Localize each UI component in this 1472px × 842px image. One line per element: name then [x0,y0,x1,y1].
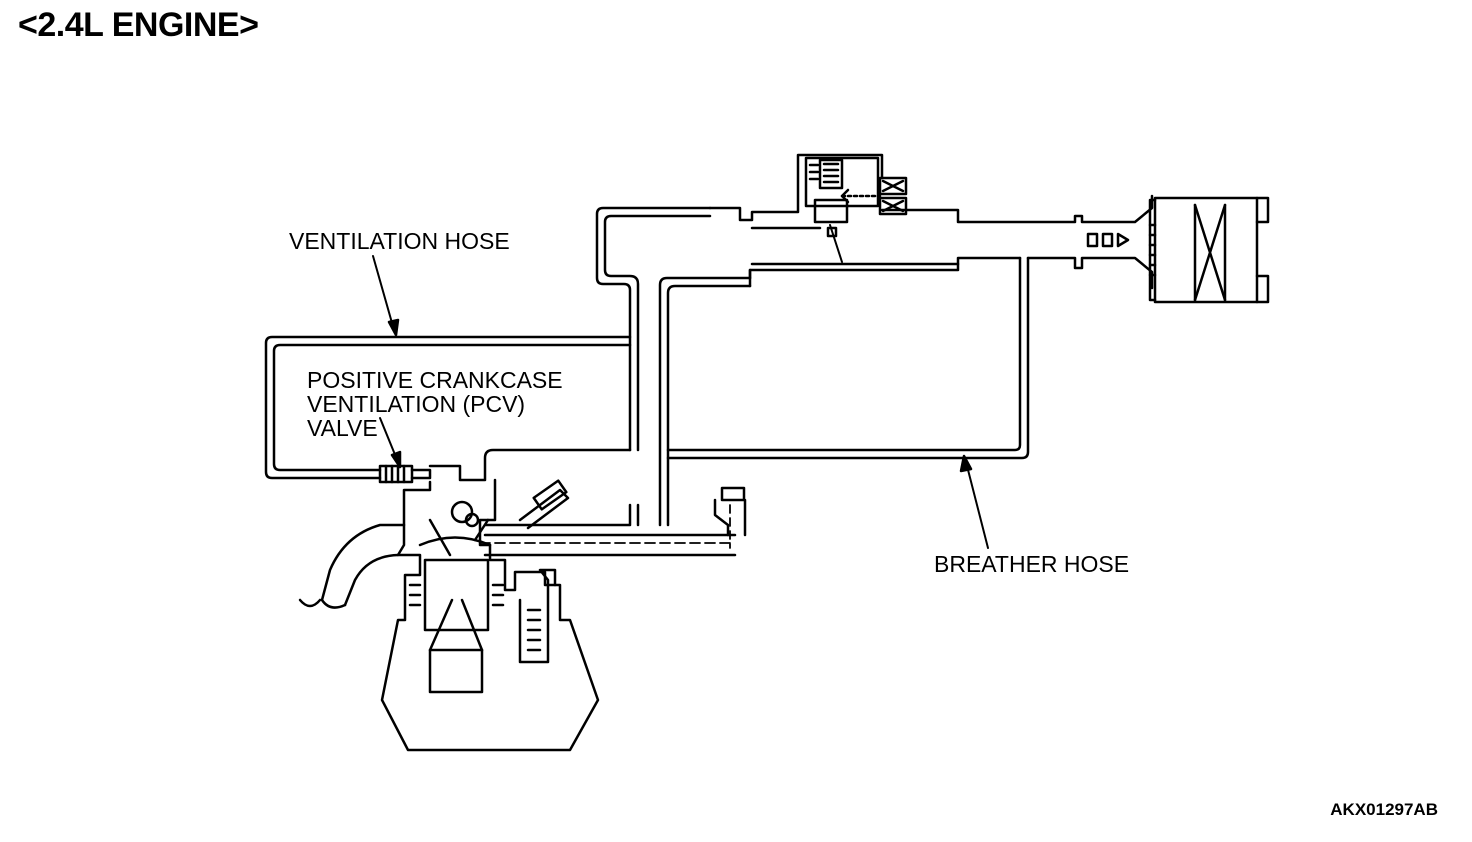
breather-hose [658,256,1030,527]
diagram-title: <2.4L ENGINE> [18,6,259,44]
intake-port [713,486,747,537]
ventilation-hose-label: VENTILATION HOSE [289,228,510,254]
pcv-valve-label-line-3: VALVE [307,415,378,441]
pcv-valve [378,464,432,484]
leader-arrows [372,255,989,549]
breather-hose-label: BREATHER HOSE [934,551,1130,577]
pcv-valve-label: POSITIVE CRANKCASE VENTILATION (PCV) VAL… [307,368,563,440]
air-intake-duct [708,153,1154,290]
air-cleaner [1148,196,1270,304]
throttle-body [804,156,908,224]
pcv-valve-label-line-1: POSITIVE CRANKCASE [307,367,563,393]
air-connection-hose [483,206,712,527]
intake-passage [479,504,737,557]
engine-block [298,448,632,752]
pcv-valve-label-line-2: VENTILATION (PCV) [307,391,526,417]
ventilation-hose [264,335,632,480]
figure-code: AKX01297AB [1330,800,1438,819]
